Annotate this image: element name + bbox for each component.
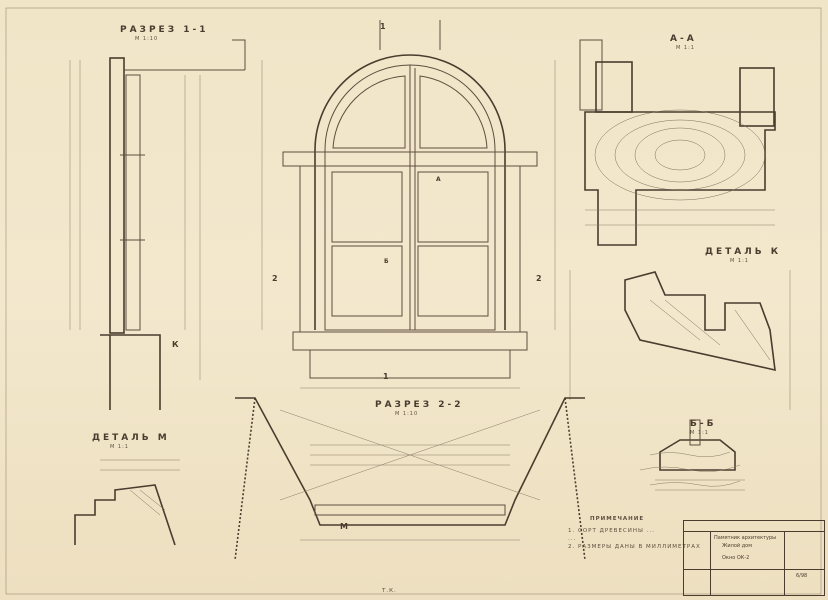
title-block-divider bbox=[684, 531, 824, 532]
scale-section-bb: М 1:1 bbox=[690, 430, 709, 436]
scale-detail-m: М 1:1 bbox=[110, 444, 129, 450]
section-a-a bbox=[579, 39, 776, 246]
scale-detail-k: М 1:1 bbox=[730, 258, 749, 264]
cut-marker-1-bottom: 1 bbox=[383, 372, 392, 381]
cut-marker-2-right: 2 bbox=[536, 274, 545, 283]
cut-marker-2-left: 2 bbox=[272, 274, 281, 283]
handwritten-annotation bbox=[639, 451, 741, 487]
heading-section-bb: Б-Б bbox=[690, 419, 717, 429]
title-block-line-3: Окно ОК-2 bbox=[722, 555, 750, 561]
callout-a: А bbox=[436, 176, 444, 183]
section-b-b bbox=[655, 419, 745, 491]
corner-mark: Т.К. bbox=[382, 588, 397, 594]
scale-section-aa: М 1:1 bbox=[676, 45, 695, 51]
title-block-divider bbox=[784, 531, 785, 595]
detail-k bbox=[569, 270, 791, 410]
scale-section-2: М 1:10 bbox=[395, 411, 419, 417]
window-elevation bbox=[261, 20, 556, 389]
title-block-divider bbox=[710, 531, 711, 595]
notes-line-1: 1. СОРТ ДРЕВЕСИНЫ ... bbox=[568, 528, 655, 534]
title-block-line-1: Памятник архитектуры bbox=[714, 535, 777, 541]
section-2-2 bbox=[234, 397, 586, 561]
notes-line-3: 2. РАЗМЕРЫ ДАНЫ В МИЛЛИМЕТРАХ bbox=[568, 544, 701, 550]
title-block-sheet: 6/98 bbox=[796, 573, 808, 579]
detail-m bbox=[74, 459, 180, 546]
notes-title: ПРИМЕЧАНИЕ bbox=[590, 516, 645, 522]
cut-marker-1-top: 1 bbox=[380, 22, 389, 31]
notes-line-2: ... bbox=[568, 536, 577, 542]
callout-k: К bbox=[172, 340, 182, 349]
callout-b: Б bbox=[384, 258, 392, 265]
heading-detail-m: ДЕТАЛЬ М bbox=[92, 433, 170, 443]
heading-section-1: РАЗРЕЗ 1-1 bbox=[120, 25, 209, 35]
heading-detail-k: ДЕТАЛЬ К bbox=[705, 247, 782, 257]
title-block-divider bbox=[684, 569, 824, 570]
heading-section-aa: А-А bbox=[670, 34, 697, 44]
section-1-1 bbox=[69, 39, 246, 410]
scale-section-1: М 1:10 bbox=[135, 36, 159, 42]
heading-section-2: РАЗРЕЗ 2-2 bbox=[375, 400, 464, 410]
callout-m: М bbox=[340, 522, 351, 531]
title-block: Памятник архитектуры Жилой дом Окно ОК-2… bbox=[683, 520, 825, 596]
title-block-line-2: Жилой дом bbox=[722, 543, 753, 549]
